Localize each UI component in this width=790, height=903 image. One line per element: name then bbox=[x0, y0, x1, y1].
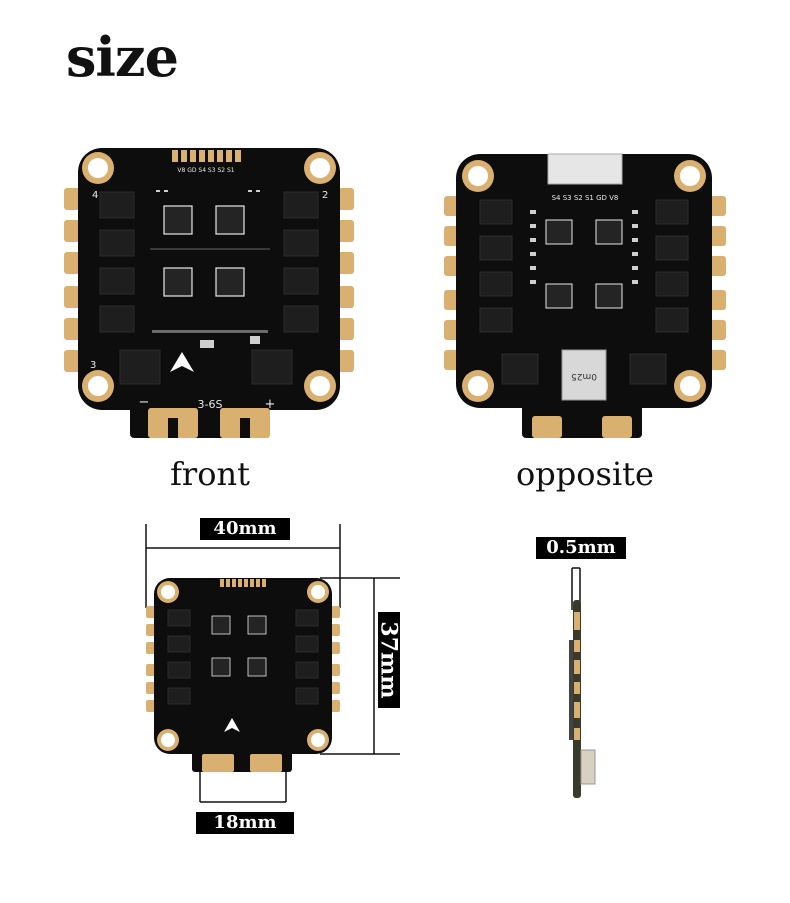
passive-components bbox=[150, 190, 270, 348]
page-title: size bbox=[66, 25, 179, 89]
caption-opposite: opposite bbox=[516, 455, 654, 493]
signal-header bbox=[172, 150, 241, 162]
motor-2-label: 2 bbox=[322, 190, 328, 201]
header-pin-labels: V8 GD S4 S3 S2 S1 bbox=[177, 167, 234, 174]
mosfets bbox=[99, 191, 319, 385]
thickness-dimension-label: 0.5mm bbox=[536, 537, 626, 559]
motor-3-label: 3 bbox=[90, 360, 96, 371]
side-view-image bbox=[569, 567, 596, 798]
width-dimension-label: 40mm bbox=[200, 518, 290, 540]
motor-4-label: 4 bbox=[92, 190, 98, 201]
current-shunt bbox=[561, 349, 607, 401]
tab-dimension-label: 18mm bbox=[196, 812, 294, 834]
mcu-chips bbox=[163, 205, 245, 297]
caption-front: front bbox=[170, 455, 250, 493]
pcb-body bbox=[78, 148, 340, 410]
front-board-image: 3-6S − + 4 2 3 V8 GD S4 S3 S2 S1 bbox=[64, 148, 354, 438]
arrowhead-logo-icon bbox=[170, 352, 194, 372]
jst-connector bbox=[547, 153, 623, 185]
shunt-label: 0m25 bbox=[571, 371, 597, 381]
back-pin-labels: S4 S3 S2 S1 GD V8 bbox=[552, 194, 619, 202]
minus-label: − bbox=[139, 395, 150, 410]
plus-label: + bbox=[265, 397, 276, 412]
voltage-label: 3-6S bbox=[198, 398, 223, 411]
height-dimension-label: 37mm bbox=[376, 612, 402, 708]
back-board-image: S4 S3 S2 S1 GD V8 0m25 bbox=[444, 153, 726, 438]
dimension-drawing bbox=[145, 524, 400, 803]
